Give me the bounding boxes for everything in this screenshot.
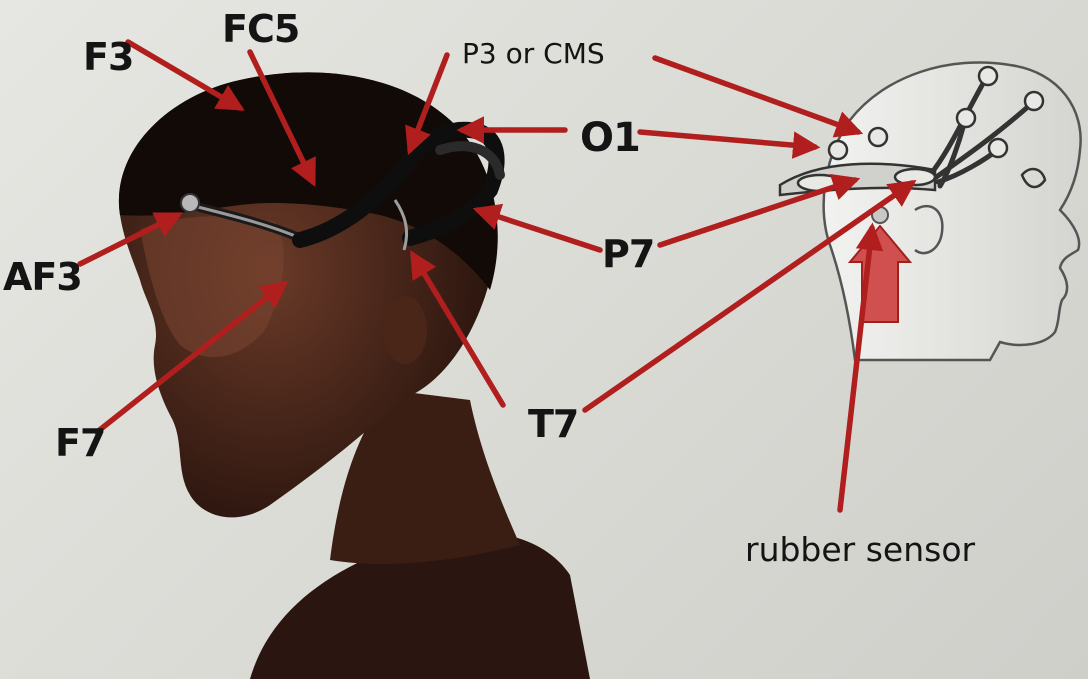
- label-o1: O1: [580, 118, 640, 158]
- arrow-p3-cms-right: [655, 58, 858, 132]
- mannequin-electrode-6: [829, 141, 847, 159]
- mannequin-electrode-3: [957, 109, 975, 127]
- mannequin-electrode-2: [1025, 92, 1043, 110]
- person-photo: [119, 72, 590, 679]
- label-f3: F3: [83, 38, 133, 76]
- mannequin-electrode-5: [869, 128, 887, 146]
- label-af3: AF3: [3, 258, 82, 296]
- person-ear: [383, 296, 427, 364]
- mannequin-head: [780, 62, 1081, 360]
- label-fc5: FC5: [222, 10, 299, 48]
- mannequin-electrode-1: [979, 67, 997, 85]
- label-p7: P7: [602, 235, 654, 273]
- label-p3-cms: P3 or CMS: [462, 40, 605, 68]
- mannequin-electrode-4: [989, 139, 1007, 157]
- label-rubber-sensor: rubber sensor: [745, 533, 975, 566]
- arrow-o1-right: [640, 132, 815, 147]
- label-t7: T7: [528, 405, 578, 443]
- arrow-f3: [128, 42, 240, 108]
- label-f7: F7: [55, 424, 105, 462]
- mannequin-electrode-8: [895, 169, 935, 185]
